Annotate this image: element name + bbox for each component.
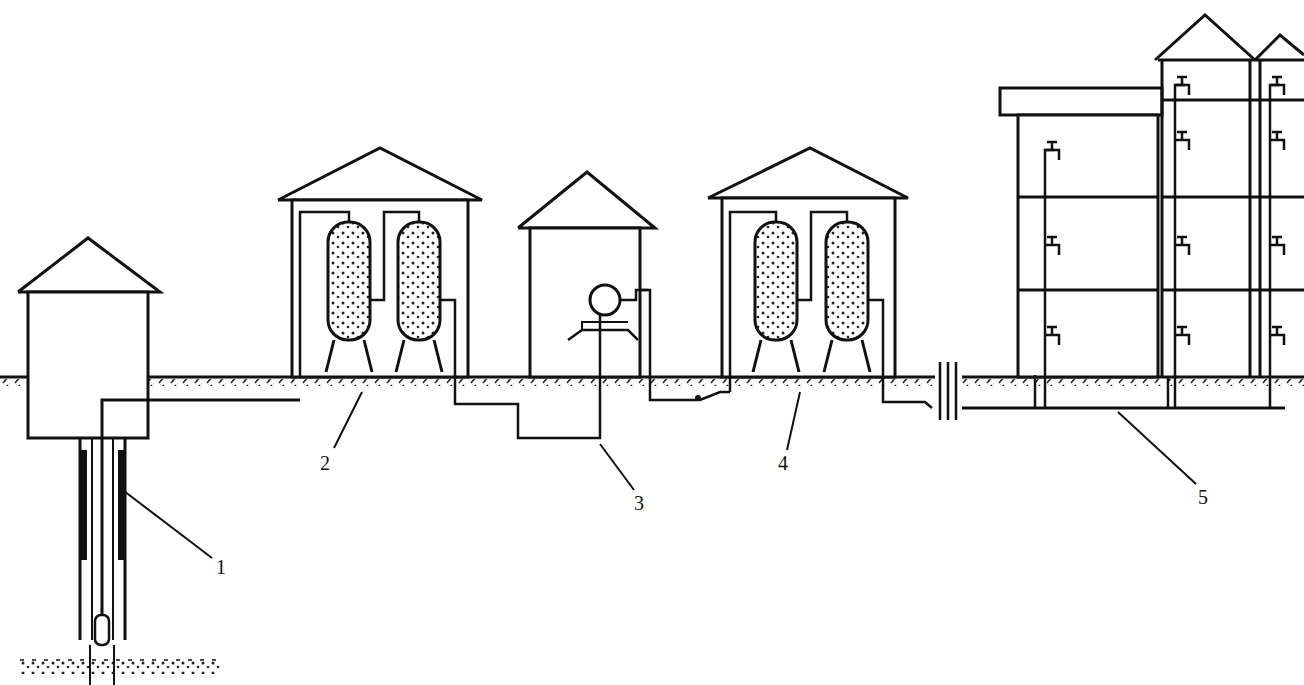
water-tap: [1175, 237, 1189, 255]
water-tap: [1270, 77, 1284, 95]
callout-number: 2: [318, 452, 332, 474]
water-tap: [1175, 327, 1189, 345]
callout-number: 4: [776, 452, 790, 474]
water-tap: [1175, 132, 1189, 150]
water-tap: [1270, 132, 1284, 150]
water-tap: [1045, 142, 1059, 160]
callout-number: 3: [632, 492, 646, 514]
water-tap: [1175, 77, 1189, 95]
water-tap: [1270, 237, 1284, 255]
water-tap: [1045, 327, 1059, 345]
water-tap: [1045, 237, 1059, 255]
callout-number: 5: [1196, 486, 1210, 508]
callout-number: 1: [214, 556, 228, 578]
water-tap: [1270, 327, 1284, 345]
